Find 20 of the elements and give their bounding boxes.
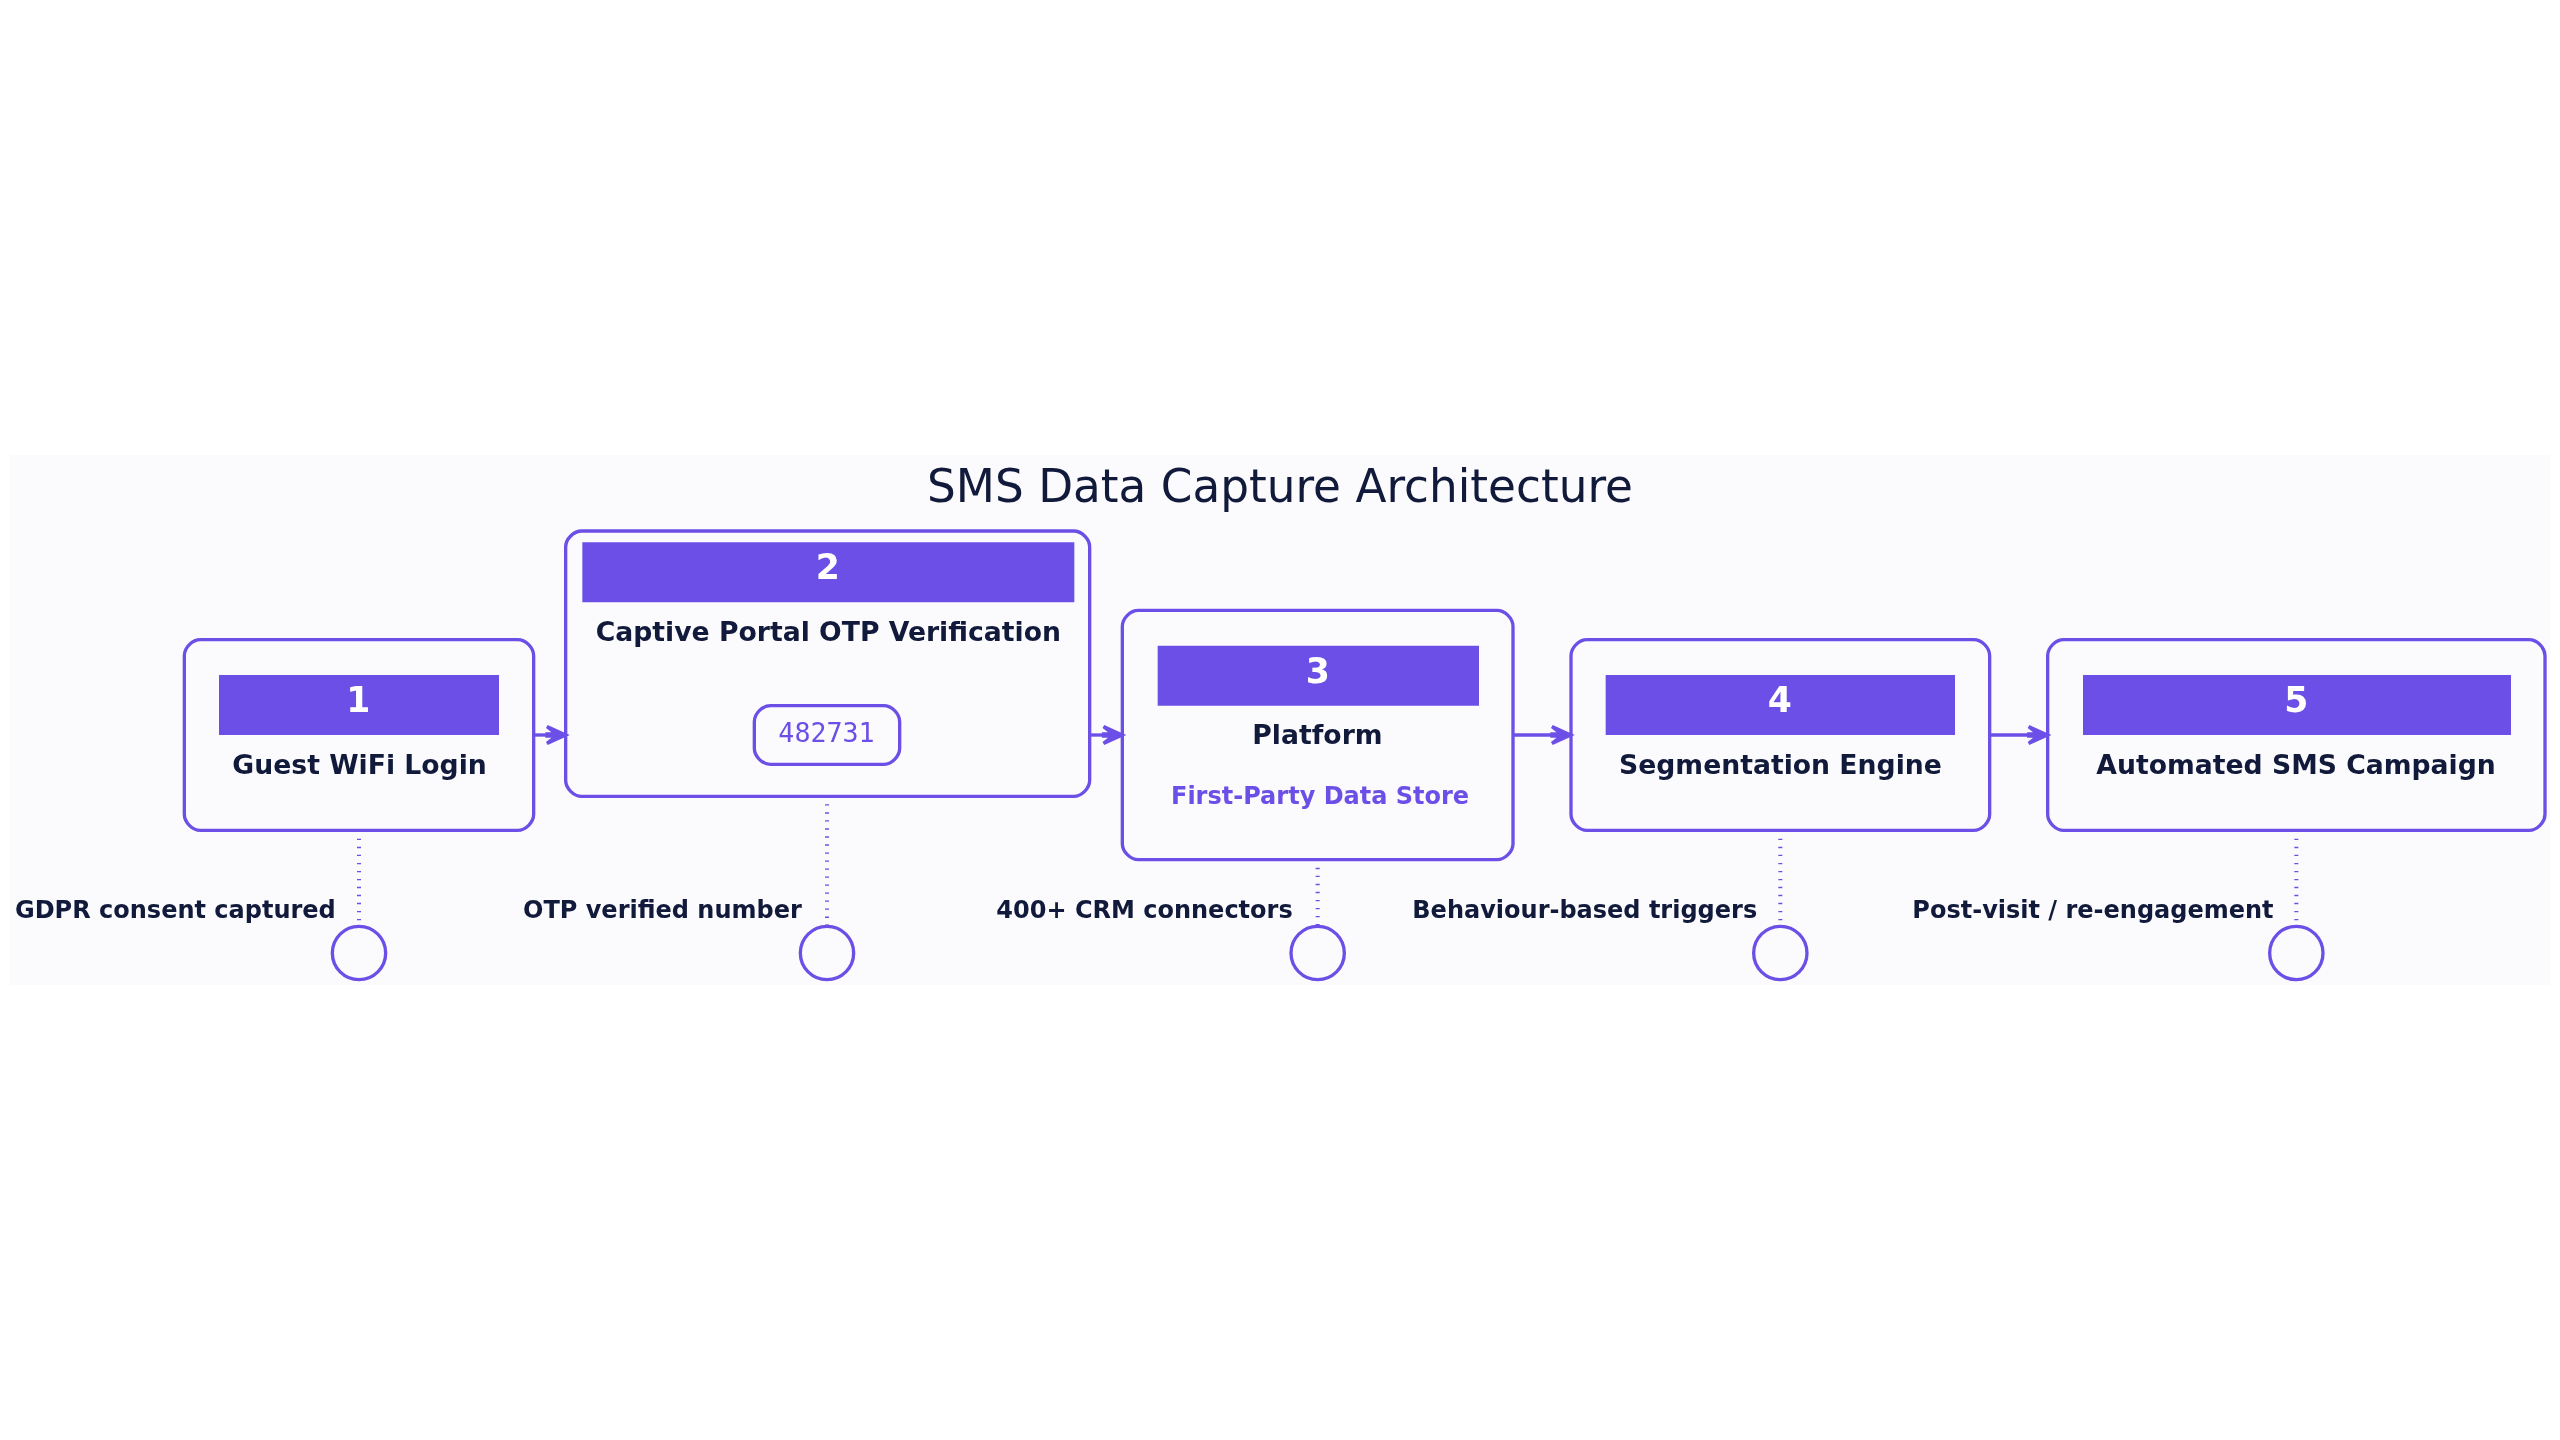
node-label: GDPR consent captured [15, 895, 336, 924]
node-circle [798, 924, 856, 982]
node-label: Behaviour-based triggers [1412, 895, 1758, 924]
node-circle [1289, 924, 1346, 982]
node-box: 3 Platform First-Party Data Store [1120, 608, 1515, 862]
arrow [534, 724, 568, 746]
node-circle [1752, 924, 1809, 982]
node-label: Post-visit / re-engagement [1912, 895, 2274, 924]
arrow [1089, 724, 1124, 746]
arrow [1989, 724, 2050, 746]
node-circle [330, 924, 388, 982]
node-box: 4 Segmentation Engine [1569, 638, 1992, 832]
node-label: OTP verified number [523, 895, 802, 924]
diagram-title: SMS Data Capture Architecture [927, 459, 1633, 513]
node-box: 5 Automated SMS Campaign [2046, 638, 2547, 832]
node-box: 482731 [752, 704, 902, 766]
node-circle [2268, 924, 2325, 982]
arrow [1513, 724, 1573, 746]
node-label: 400+ CRM connectors [996, 895, 1293, 924]
node-box: 1 Guest WiFi Login [182, 638, 536, 832]
